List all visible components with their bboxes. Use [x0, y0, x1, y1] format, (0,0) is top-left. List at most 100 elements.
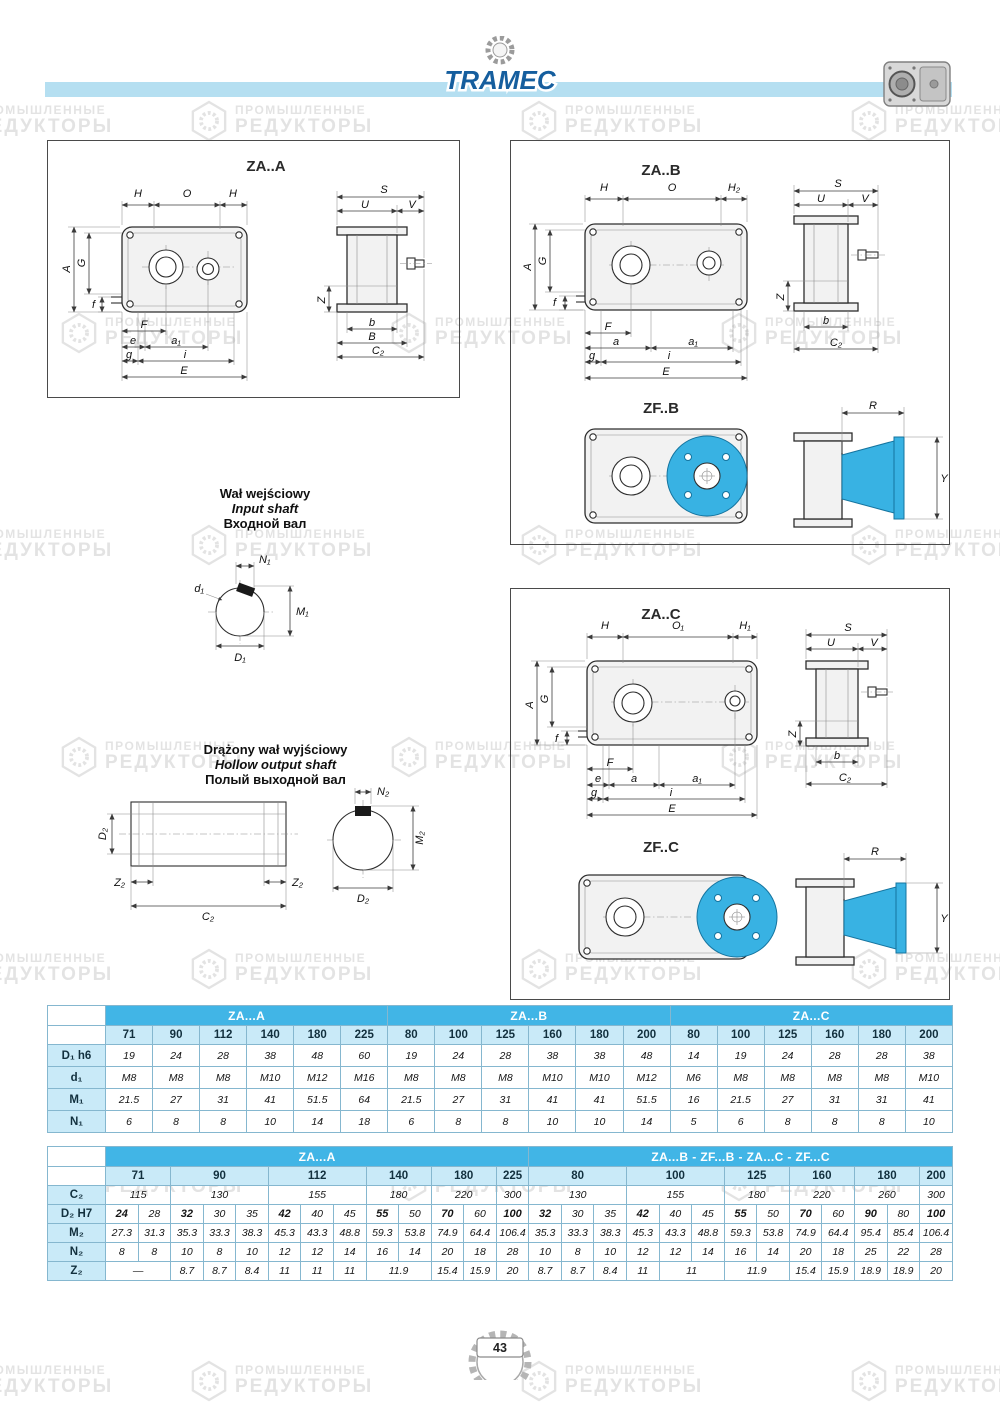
svg-text:N₂: N₂ [377, 786, 390, 798]
watermark-line1: ПРОМЫШЛЕННЫЕ [235, 950, 367, 965]
data-cell: 12 [658, 1242, 693, 1262]
group-header-cell: ZA...B - ZF...B - ZA...C - ZF...C [528, 1146, 953, 1167]
data-cell: M8 [716, 1066, 765, 1089]
data-cell: 95.4 [853, 1223, 888, 1243]
flange-bell [841, 440, 895, 514]
data-cell: 5 [669, 1110, 718, 1133]
data-cell: 31.3 [137, 1223, 172, 1243]
svg-text:Z: Z [775, 292, 787, 301]
svg-text:A: A [61, 265, 73, 273]
size-header-cell: 140 [246, 1025, 295, 1045]
svg-text:g: g [589, 350, 596, 362]
size-header-cell: 125 [481, 1025, 530, 1045]
svg-text:C₂: C₂ [830, 337, 843, 349]
data-cell: 10 [170, 1242, 204, 1262]
watermark-line2: РЕДУКТОРЫ [895, 1376, 1000, 1398]
gearbox-photo [883, 61, 951, 107]
watermark-line1: ПРОМЫШЛЕННЫЕ [235, 1362, 367, 1377]
watermark-line1: ПРОМЫШЛЕННЫЕ [895, 1362, 1000, 1377]
row-label-cell: M₂ [47, 1223, 106, 1243]
data-cell: 6 [716, 1110, 765, 1133]
data-cell: 11 [300, 1261, 334, 1281]
data-cell: 25 [853, 1242, 888, 1262]
panel-za-c: ZA..C H O₁ H₁ [510, 588, 950, 1000]
data-cell: 300 [919, 1185, 953, 1205]
svg-text:E: E [668, 803, 676, 815]
data-cell: 35.3 [170, 1223, 204, 1243]
svg-text:a: a [631, 773, 637, 785]
data-cell: 18 [463, 1242, 497, 1262]
data-cell: 41 [904, 1088, 954, 1111]
data-cell: 20 [495, 1261, 530, 1281]
data-cell: 64.4 [463, 1223, 497, 1243]
size-header-cell: 125 [723, 1166, 790, 1186]
svg-text:H: H [134, 188, 142, 200]
size-header-cell: 80 [528, 1166, 627, 1186]
data-cell: 28 [137, 1204, 172, 1224]
data-cell: 10 [235, 1242, 269, 1262]
data-cell: 38 [904, 1044, 954, 1067]
input-shaft-heading: Wał wejściowy Input shaft Входной вал [165, 486, 365, 531]
data-cell: 31 [199, 1088, 248, 1111]
data-cell: 15.4 [788, 1261, 823, 1281]
data-cell: 60 [340, 1044, 389, 1067]
svg-text:Y: Y [940, 473, 948, 485]
data-cell: 130 [170, 1185, 269, 1205]
hollow-shaft-title-en: Hollow output shaft [214, 757, 337, 772]
svg-text:S: S [844, 622, 852, 634]
size-header-cell: 225 [340, 1025, 389, 1045]
svg-text:b: b [834, 750, 840, 762]
row-label-cell: C₂ [47, 1185, 106, 1205]
svg-text:V: V [408, 199, 417, 211]
input-shaft-drawing: N₁ d₁ M₁ D₁ [194, 554, 309, 664]
size-header-cell: 180 [857, 1025, 906, 1045]
svg-text:e: e [130, 335, 136, 347]
corner-cell [47, 1166, 106, 1186]
watermark-line1: ПРОМЫШЛЕННЫЕ [0, 1362, 107, 1377]
panel-title: ZA..A [246, 158, 285, 175]
data-cell: 6 [387, 1110, 436, 1133]
data-cell: 14 [293, 1110, 342, 1133]
data-cell: 20 [430, 1242, 465, 1262]
data-cell: M12 [622, 1066, 671, 1089]
group-header-cell: ZA...C [669, 1005, 954, 1026]
data-cell: 55 [365, 1204, 400, 1224]
data-cell: 45 [691, 1204, 725, 1224]
data-cell: 51.5 [622, 1088, 671, 1111]
data-cell: 53.8 [756, 1223, 790, 1243]
data-cell: 10 [528, 1242, 562, 1262]
data-cell: 10 [528, 1110, 577, 1133]
data-cell: 100 [919, 1204, 953, 1224]
size-header-cell: 100 [716, 1025, 765, 1045]
data-cell: 40 [658, 1204, 693, 1224]
data-cell: 30 [560, 1204, 595, 1224]
svg-text:E: E [180, 365, 188, 377]
data-cell: 18.9 [853, 1261, 888, 1281]
svg-text:Z: Z [316, 295, 328, 304]
data-cell: 30 [202, 1204, 237, 1224]
row-label-cell: D₁ h6 [47, 1044, 106, 1067]
data-cell: 42 [626, 1204, 660, 1224]
watermark-line2: РЕДУКТОРЫ [565, 1376, 704, 1398]
watermark-line1: ПРОМЫШЛЕННЫЕ [0, 526, 107, 541]
svg-text:M₁: M₁ [296, 606, 309, 618]
data-cell: 64 [340, 1088, 389, 1111]
data-cell: 38.3 [235, 1223, 269, 1243]
data-cell: 38 [246, 1044, 295, 1067]
svg-text:N₁: N₁ [259, 554, 271, 566]
data-cell: 14 [332, 1242, 367, 1262]
data-cell: 15.9 [463, 1261, 497, 1281]
svg-text:g: g [126, 349, 133, 361]
